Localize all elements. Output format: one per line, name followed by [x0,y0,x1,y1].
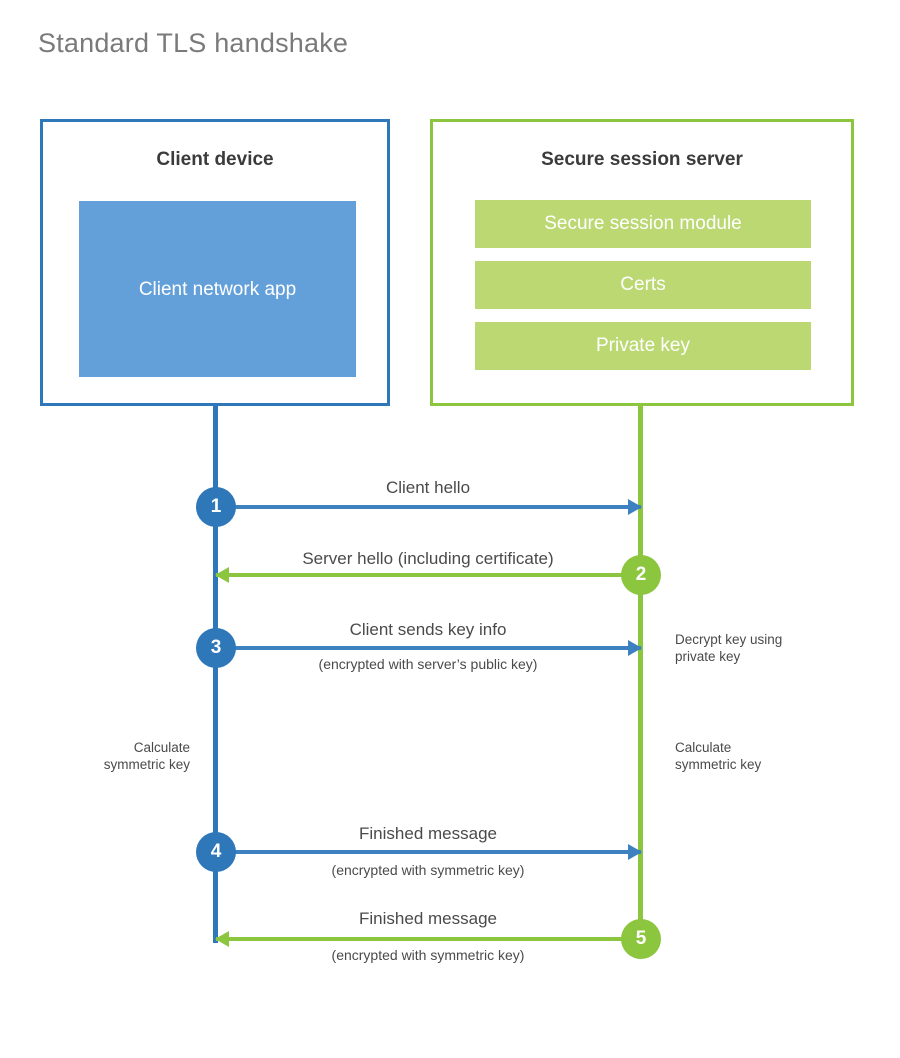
step-marker-1[interactable]: 1 [196,487,236,527]
step-3-arrow-shaft [228,646,641,650]
step-5-label: Finished message [359,909,497,928]
step-2-arrow [215,565,641,585]
step-2-arrow-head [215,567,229,583]
step-5-arrow [215,929,641,949]
server-decrypt-note-line-1: Decrypt key using [675,632,783,647]
client-lifeline [213,403,218,943]
page-title: Standard TLS handshake [38,28,349,58]
server-lifeline [638,403,643,940]
client-network-app-block: Client network app [79,201,356,377]
server-component-certs: Certs [475,261,811,309]
server-calculate-note-line-1: Calculate [675,740,732,755]
server-component-secure-session-module: Secure session module [475,200,811,248]
client-device-title: Client device [156,149,274,170]
step-marker-3[interactable]: 3 [196,628,236,668]
step-4-arrow-head [628,844,642,860]
secure-session-server-title: Secure session server [541,149,743,170]
step-1-label: Client hello [385,478,471,497]
server-component-list: Secure session module Certs Private key [475,200,811,370]
server-decrypt-note: Decrypt key using private key [675,631,855,665]
step-3-arrow [228,638,642,658]
server-component-private-key: Private key [475,322,811,370]
client-device-box: Client device Client network app [40,119,390,406]
step-5-arrow-head [215,931,229,947]
step-marker-4[interactable]: 4 [196,832,236,872]
server-calculate-note-line-2: symmetric key [675,757,762,772]
client-calculate-note-line-2: symmetric key [103,757,190,772]
step-2-arrow-shaft [216,573,641,577]
step-3-sublabel: (encrypted with server’s public key) [318,656,538,672]
step-4-arrow-shaft [228,850,641,854]
server-calculate-symmetric-key-note: Calculate symmetric key [675,739,845,773]
step-1-arrow-shaft [228,505,641,509]
step-4-sublabel: (encrypted with symmetric key) [331,862,525,878]
client-calculate-symmetric-key-note: Calculate symmetric key [40,739,190,773]
step-1-arrow-head [628,499,642,515]
step-marker-2[interactable]: 2 [621,555,661,595]
server-decrypt-note-line-2: private key [675,649,741,664]
step-5-arrow-shaft [216,937,641,941]
step-marker-5[interactable]: 5 [621,919,661,959]
step-3-arrow-head [628,640,642,656]
step-4-label: Finished message [359,824,497,843]
step-2-label: Server hello (including certificate) [302,549,554,568]
client-calculate-note-line-1: Calculate [133,740,190,755]
step-4-arrow [228,842,642,862]
step-5-sublabel: (encrypted with symmetric key) [331,947,525,963]
step-1-arrow [228,497,642,517]
step-3-label: Client sends key info [349,620,507,639]
secure-session-server-box: Secure session server Secure session mod… [430,119,854,406]
